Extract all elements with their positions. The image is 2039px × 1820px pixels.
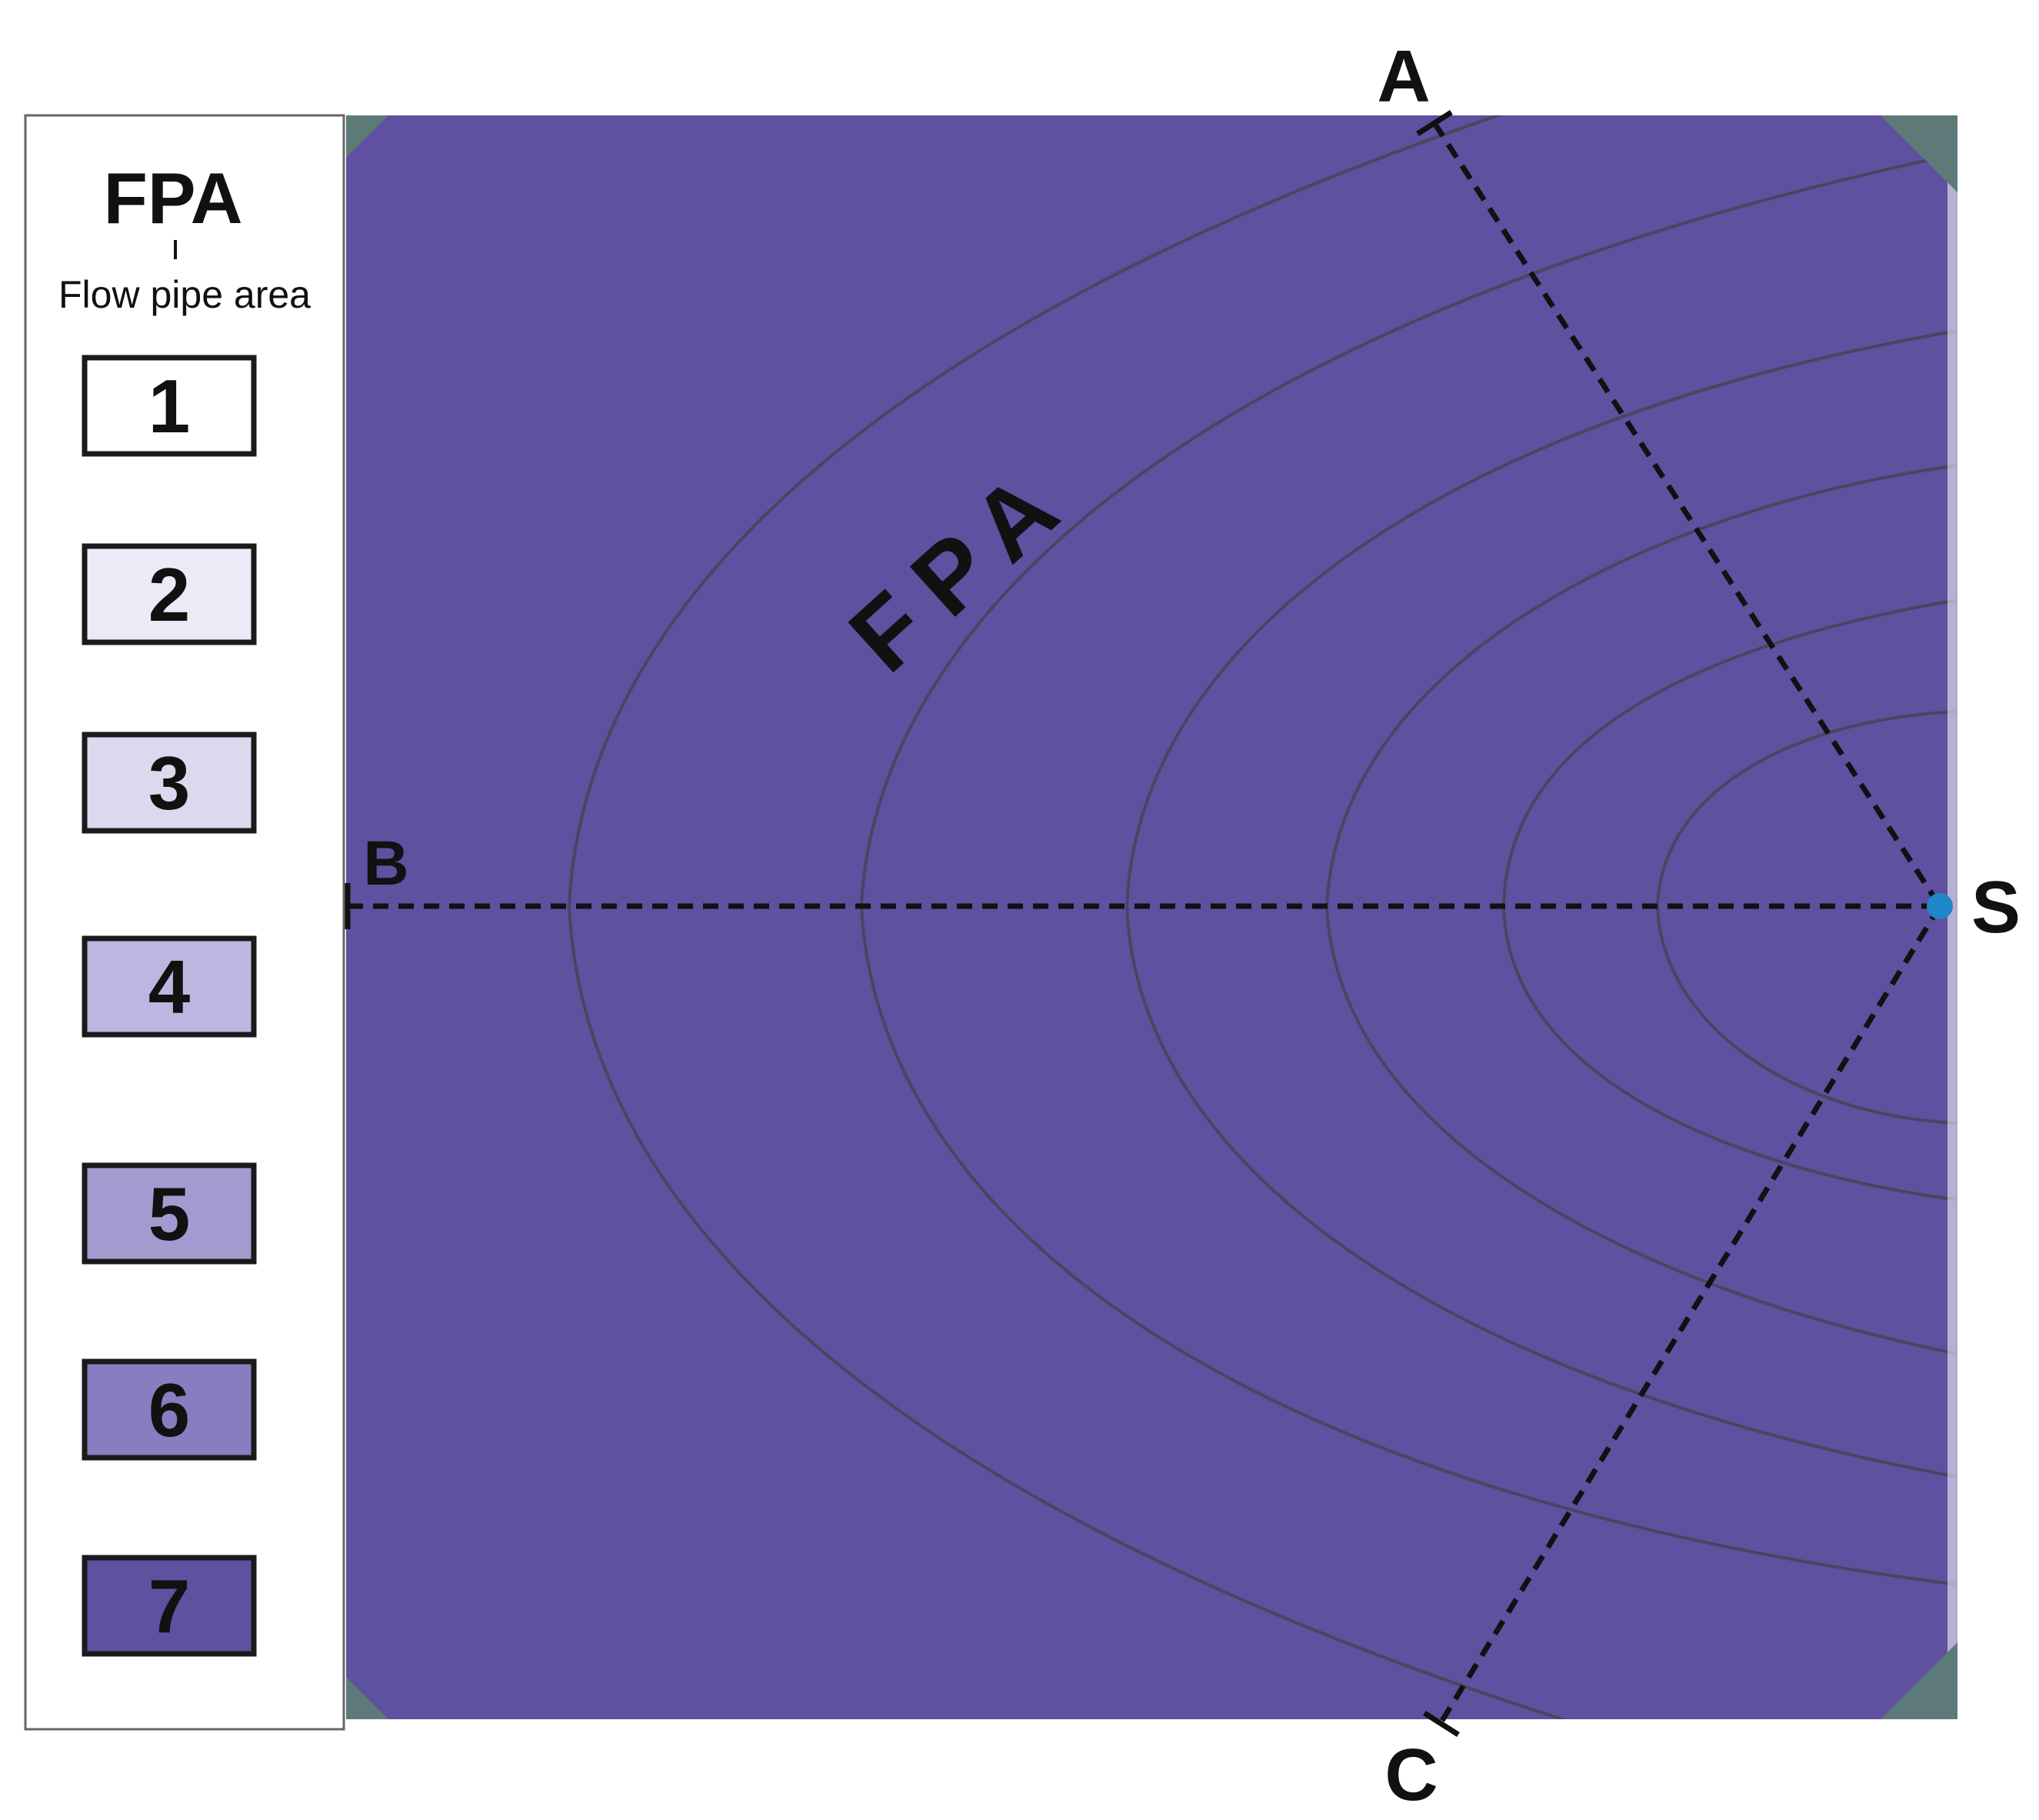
legend-items: 1 2 3 4 5 6 7 — [82, 355, 257, 1657]
legend-label-4: 4 — [148, 945, 191, 1029]
legend-box-3 — [82, 732, 257, 834]
legend-box-4 — [82, 935, 257, 1038]
legend: FPA Flow pipe area 1 2 3 4 5 6 7 — [24, 114, 345, 1731]
legend-title: FPA — [103, 158, 242, 238]
legend-box-7 — [82, 1555, 257, 1657]
zone-6-region — [567, 115, 1957, 1719]
legend-box-5 — [82, 1162, 257, 1265]
source-point — [1927, 893, 1953, 919]
legend-label-3: 3 — [148, 741, 191, 825]
legend-label-6: 6 — [148, 1368, 191, 1452]
legend-box-6 — [82, 1358, 257, 1461]
transects — [345, 110, 1942, 1737]
legend-subtitle: Flow pipe area — [58, 273, 311, 316]
legend-label-1: 1 — [148, 364, 191, 448]
legend-label-2: 2 — [148, 552, 191, 637]
legend-label-5: 5 — [148, 1172, 191, 1256]
point-label-s: S — [1971, 866, 2021, 948]
zone-4-region — [1124, 328, 1957, 1479]
legend-label-7: 7 — [148, 1564, 191, 1648]
transect-a-s — [1432, 122, 1942, 908]
point-label-b: B — [363, 828, 408, 898]
legend-box-1 — [82, 355, 257, 457]
zone-7-background — [346, 115, 1957, 1719]
tick-a — [1416, 110, 1453, 136]
point-label-a: A — [1377, 35, 1430, 118]
zone-1-region — [1655, 709, 1957, 1125]
point-label-c: C — [1384, 1734, 1438, 1816]
tick-c — [1423, 1711, 1460, 1737]
plot-area — [346, 115, 1957, 1719]
right-edge-strip — [1947, 115, 1957, 1719]
legend-box-2 — [82, 543, 257, 645]
transect-c-s — [1438, 905, 1942, 1725]
